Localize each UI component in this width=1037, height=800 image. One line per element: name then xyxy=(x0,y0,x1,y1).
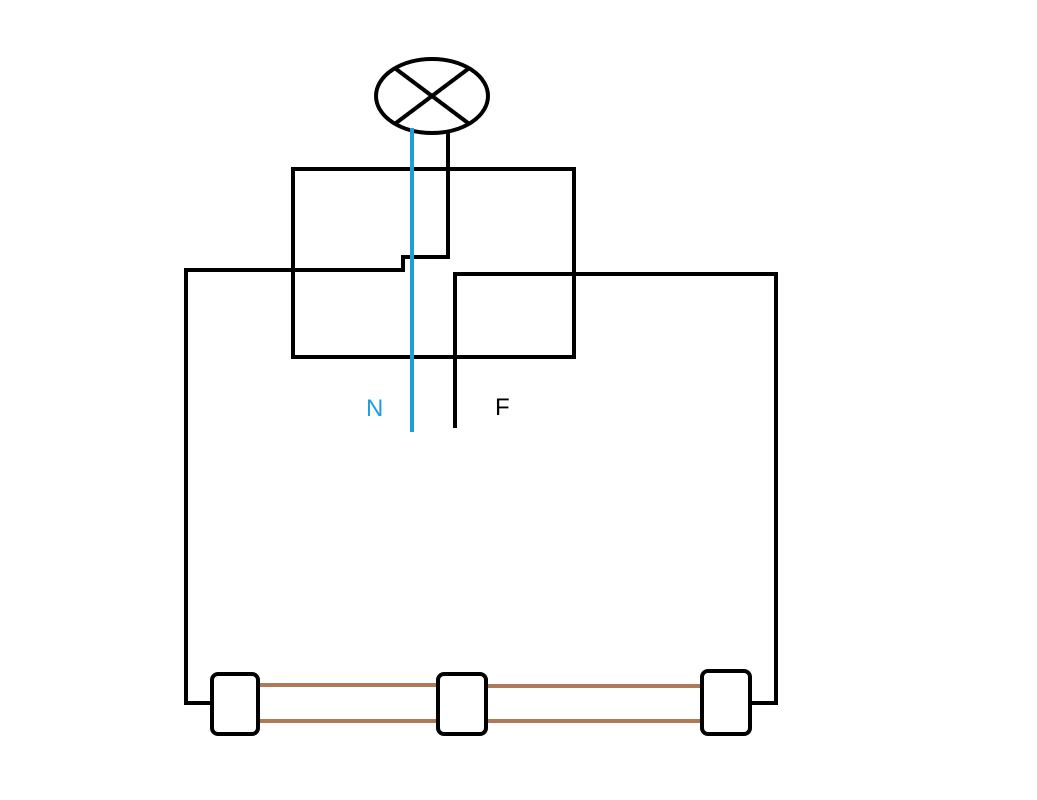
traveler-wires xyxy=(258,683,704,723)
switch-right-icon xyxy=(700,669,752,736)
lamp-icon xyxy=(374,57,490,135)
phase-label: F xyxy=(495,394,510,421)
switch-left-icon xyxy=(210,672,260,736)
switched-return-wire xyxy=(184,131,450,705)
switch-middle-icon xyxy=(436,672,488,736)
phase-wire xyxy=(453,272,778,705)
lamp-body xyxy=(374,57,490,135)
junction-box xyxy=(291,167,576,359)
neutral-label: N xyxy=(366,395,384,422)
lamp-cross-line-2 xyxy=(394,67,470,125)
